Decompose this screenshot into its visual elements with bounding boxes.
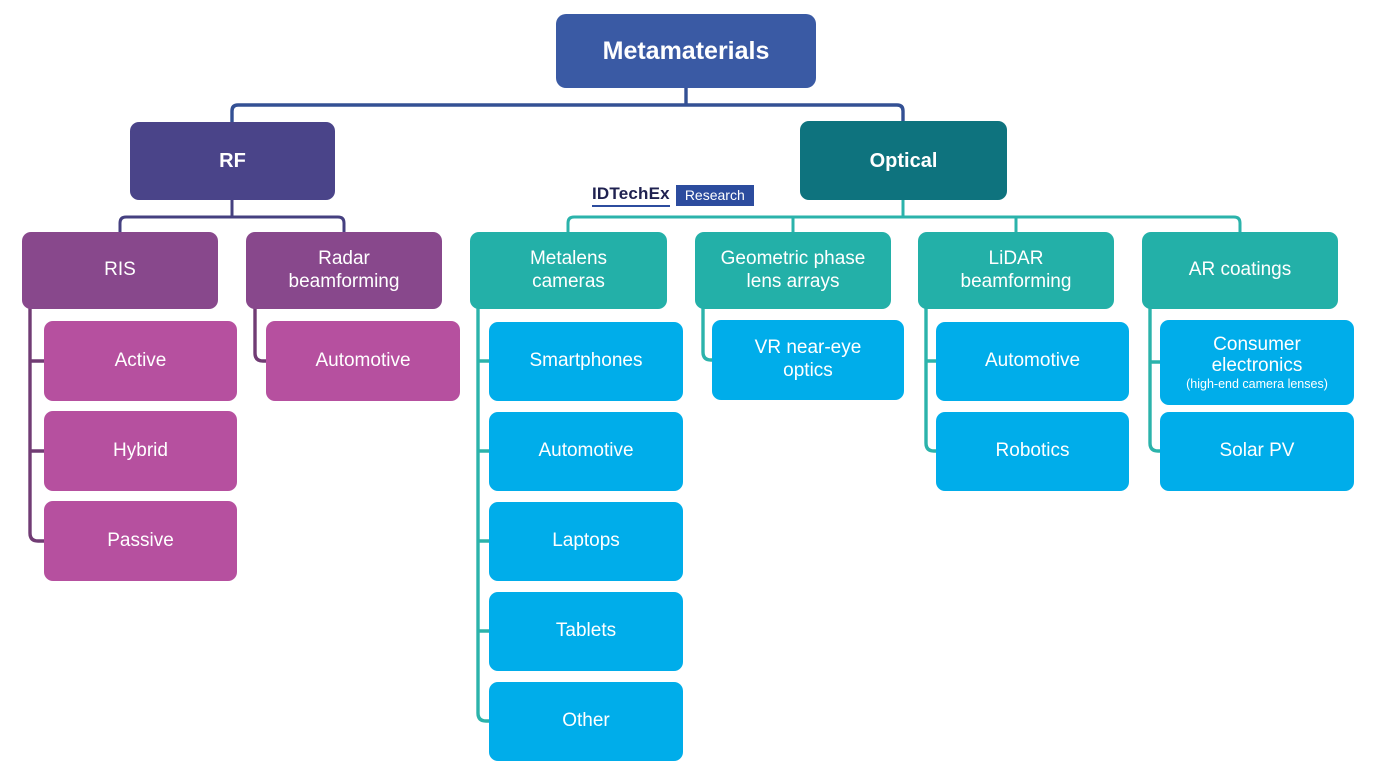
- node-radar-beamforming: Radar beamforming: [246, 232, 442, 309]
- node-label: Active: [114, 349, 167, 371]
- node-ris: RIS: [22, 232, 218, 309]
- node-metalens-automotive: Automotive: [489, 412, 683, 491]
- node-ris-passive: Passive: [44, 501, 237, 581]
- node-label: Optical: [869, 149, 938, 172]
- node-geometric-phase-lens-arrays: Geometric phase lens arrays: [695, 232, 891, 309]
- node-label: AR coatings: [1188, 259, 1292, 281]
- node-label: Radar beamforming: [288, 247, 400, 292]
- node-metalens-smartphones: Smartphones: [489, 322, 683, 401]
- connector-ar-children: [1148, 308, 1160, 453]
- node-ar-solar-pv: Solar PV: [1160, 412, 1354, 491]
- node-label: Consumer electronics: [1211, 333, 1303, 376]
- node-label: Robotics: [995, 440, 1070, 462]
- node-rf: RF: [130, 122, 335, 200]
- node-label: Automotive: [315, 349, 411, 371]
- node-sublabel: (high-end camera lenses): [1186, 377, 1328, 392]
- node-lidar-robotics: Robotics: [936, 412, 1129, 491]
- node-label: Geometric phase lens arrays: [720, 247, 866, 292]
- connector-rf-children: [118, 200, 346, 232]
- node-label: Tablets: [555, 620, 617, 642]
- connector-root: [230, 88, 905, 122]
- connector-lidar-children: [924, 308, 936, 453]
- node-label: Passive: [107, 529, 174, 551]
- node-label: Hybrid: [113, 439, 168, 461]
- node-metalens-tablets: Tablets: [489, 592, 683, 671]
- connector-ris-children: [28, 308, 44, 543]
- node-lidar-automotive: Automotive: [936, 322, 1129, 401]
- node-label: Metalens cameras: [529, 247, 608, 292]
- node-label: Other: [562, 710, 610, 732]
- connector-radar-children: [253, 308, 266, 363]
- node-label: RIS: [104, 259, 136, 281]
- node-vr-near-eye-optics: VR near-eye optics: [712, 320, 904, 400]
- connector-metalens-children: [476, 308, 489, 723]
- node-radar-automotive: Automotive: [266, 321, 460, 401]
- node-label: Laptops: [552, 530, 620, 552]
- node-metalens-laptops: Laptops: [489, 502, 683, 581]
- node-metalens-other: Other: [489, 682, 683, 761]
- connector-optical-children: [566, 200, 1242, 232]
- node-metalens-cameras: Metalens cameras: [470, 232, 667, 309]
- node-label: RF: [219, 150, 246, 172]
- connector-geometric-children: [701, 308, 712, 362]
- node-label: Smartphones: [529, 350, 643, 372]
- node-label: Automotive: [538, 440, 634, 462]
- node-label: LiDAR beamforming: [960, 247, 1072, 292]
- node-metamaterials: Metamaterials: [556, 14, 816, 88]
- node-ar-consumer-electronics: Consumer electronics (high-end camera le…: [1160, 320, 1354, 405]
- node-ris-active: Active: [44, 321, 237, 401]
- logo-research-badge: Research: [675, 185, 754, 206]
- node-label: Metamaterials: [602, 37, 770, 65]
- idtechex-logo: IDTechEx Research: [592, 184, 754, 207]
- node-lidar-beamforming: LiDAR beamforming: [918, 232, 1114, 309]
- node-label: VR near-eye optics: [754, 337, 862, 381]
- node-optical: Optical: [800, 121, 1007, 200]
- logo-brand-text: IDTechEx: [592, 184, 670, 207]
- node-label: Solar PV: [1219, 440, 1295, 462]
- node-ar-coatings: AR coatings: [1142, 232, 1338, 309]
- node-ris-hybrid: Hybrid: [44, 411, 237, 491]
- node-label: Automotive: [984, 350, 1081, 372]
